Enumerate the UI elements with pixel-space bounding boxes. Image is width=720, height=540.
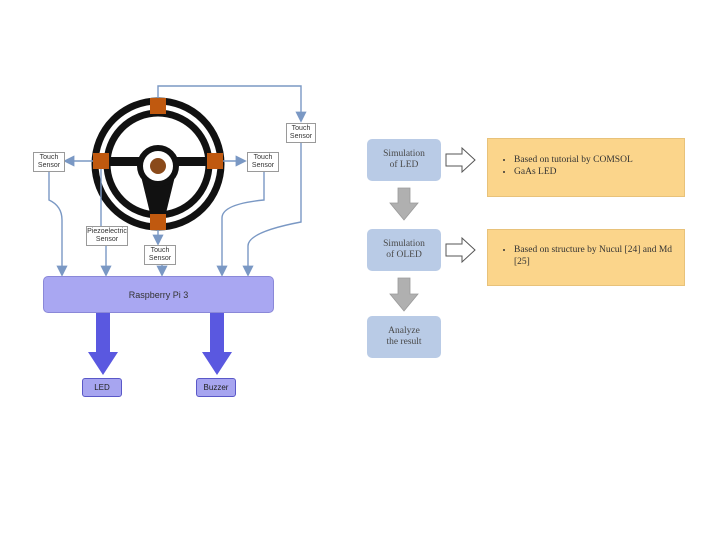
- note-led-simulation: Based on tutorial by COMSOL GaAs LED: [487, 138, 685, 197]
- buzzer-output: Buzzer: [196, 378, 236, 397]
- touch-pad-left: [93, 153, 109, 169]
- touch-pad-bottom: [150, 214, 166, 230]
- touch-sensor-left: Touch Sensor: [33, 152, 65, 172]
- note-led-item: Based on tutorial by COMSOL: [514, 154, 684, 166]
- touch-sensor-top-right: Touch Sensor: [286, 123, 316, 143]
- touch-sensor-right: Touch Sensor: [247, 152, 279, 172]
- step-simulation-oled: Simulation of OLED: [367, 229, 441, 271]
- connector-lines: [48, 85, 307, 277]
- step-analyze-result: Analyze the result: [367, 316, 441, 358]
- note-led-item: GaAs LED: [514, 166, 684, 178]
- note-oled-item: Based on structure by Nucul [24] and Md …: [514, 244, 676, 268]
- note-oled-simulation: Based on structure by Nucul [24] and Md …: [487, 229, 685, 286]
- touch-sensor-bottom: Touch Sensor: [144, 245, 176, 265]
- led-output: LED: [82, 378, 122, 397]
- flow-down-arrows: [389, 187, 419, 312]
- step-simulation-led: Simulation of LED: [367, 139, 441, 181]
- output-arrows: [88, 313, 232, 375]
- raspberry-pi-block: Raspberry Pi 3: [43, 276, 274, 313]
- piezoelectric-sensor: Piezoelectric Sensor: [86, 226, 128, 246]
- steering-wheel-icon: [91, 97, 225, 231]
- flow-right-arrows: [445, 146, 476, 264]
- touch-pad-right: [207, 153, 223, 169]
- touch-pad-top: [150, 98, 166, 114]
